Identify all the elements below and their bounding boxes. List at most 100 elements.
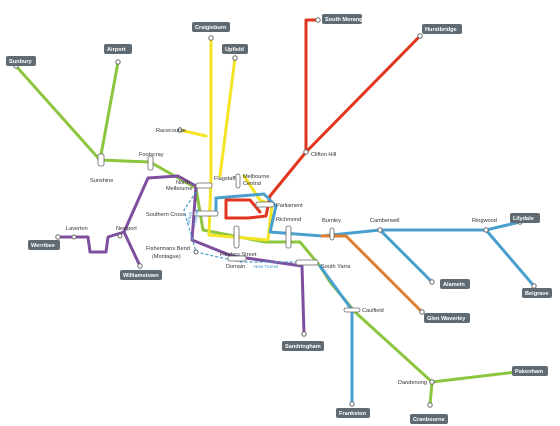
stop-cranbourne[interactable] <box>427 402 433 408</box>
svg-text:Glen Waverley: Glen Waverley <box>427 316 466 322</box>
svg-text:Hurstbridge: Hurstbridge <box>425 27 457 33</box>
svg-text:Craigieburn: Craigieburn <box>195 25 227 31</box>
svg-text:Cranbourne: Cranbourne <box>413 417 445 423</box>
stop-laverton[interactable] <box>71 234 77 240</box>
stop-alamein[interactable] <box>429 279 435 285</box>
interchanges <box>97 153 361 313</box>
stop-clifton-hill[interactable] <box>303 149 309 155</box>
stop-sandringham[interactable] <box>301 331 307 337</box>
stop-fishermans-bend[interactable] <box>193 249 199 255</box>
red-line-south-morang <box>224 18 320 220</box>
stop-newport[interactable] <box>117 233 123 239</box>
terminal-craigieburn[interactable]: Craigieburn <box>192 22 230 32</box>
interchange-flinders-street[interactable] <box>233 225 240 249</box>
interchange-south-yarra[interactable] <box>295 259 319 266</box>
svg-text:South Morang: South Morang <box>325 17 363 23</box>
label-flinders-street: Flinders Street <box>220 252 257 258</box>
label-north-melbourne-1: North <box>176 180 190 186</box>
label-new-tunnel: New Tunnel <box>254 264 278 269</box>
stop-south-morang[interactable] <box>315 17 321 23</box>
label-dandenong: Dandenong <box>398 380 427 386</box>
label-ringwood: Ringwood <box>472 218 497 224</box>
terminal-upfield[interactable]: Upfield <box>222 44 248 54</box>
stop-glen-waverley[interactable] <box>419 309 425 315</box>
yellow-line-craigieburn <box>207 36 274 242</box>
svg-text:Pakenham: Pakenham <box>515 369 543 375</box>
interchange-parliament[interactable] <box>255 201 275 208</box>
svg-text:Frankston: Frankston <box>339 411 367 417</box>
yellow-line-upfield <box>218 56 237 178</box>
green-line-airport <box>99 60 120 157</box>
green-line-cranbourne <box>428 380 434 407</box>
svg-text:Lilydale: Lilydale <box>513 216 534 222</box>
label-newport: Newport <box>116 226 137 232</box>
terminal-south-morang[interactable]: South Morang <box>322 14 363 24</box>
label-flagstaff: Flagstaff <box>214 176 236 182</box>
purple-line-williamstown <box>122 230 142 268</box>
stop-upfield[interactable] <box>232 55 238 61</box>
terminal-pakenham[interactable]: Pakenham <box>512 366 548 376</box>
stop-racecourse[interactable] <box>177 127 183 133</box>
blue-line-frankston <box>318 264 354 406</box>
terminal-sandringham[interactable]: Sandringham <box>282 341 324 351</box>
interchange-burnley[interactable] <box>329 227 335 241</box>
interchange-southern-cross[interactable] <box>193 210 219 217</box>
label-laverton: Laverton <box>66 226 88 232</box>
label-racecourse: Racecourse <box>156 128 186 134</box>
terminal-frankston[interactable]: Frankston <box>336 408 370 418</box>
terminal-cranbourne[interactable]: Cranbourne <box>410 414 448 424</box>
terminal-hurstbridge[interactable]: Hurstbridge <box>422 24 462 34</box>
terminal-glen-waverley[interactable]: Glen Waverley <box>424 313 470 323</box>
label-clifton-hill: Clifton Hill <box>311 152 336 158</box>
label-parliament: Parliament <box>276 203 303 209</box>
svg-text:Alamein: Alamein <box>443 282 465 288</box>
green-line-sunbury <box>14 64 518 384</box>
stop-dandenong[interactable] <box>429 379 435 385</box>
svg-text:Williamstown: Williamstown <box>123 273 159 279</box>
stop-frankston[interactable] <box>349 401 355 407</box>
svg-text:Werribee: Werribee <box>31 243 55 249</box>
label-southern-cross: Southern Cross <box>146 212 185 218</box>
terminal-airport[interactable]: Airport <box>104 44 132 54</box>
stop-williamstown[interactable] <box>137 263 143 269</box>
svg-text:Belgrave: Belgrave <box>525 291 549 297</box>
purple-line <box>56 174 306 336</box>
blue-line <box>214 192 522 238</box>
terminal-sunbury[interactable]: Sunbury <box>6 56 36 66</box>
label-caulfield: Caulfield <box>362 308 384 314</box>
stop-werribee[interactable] <box>55 234 61 240</box>
label-footscray: Footscray <box>139 152 164 158</box>
label-south-yarra: South Yarra <box>321 264 351 270</box>
station-labels: Racecourse Clifton Hill Footscray Sunshi… <box>66 128 497 386</box>
terminal-alamein[interactable]: Alamein <box>440 279 470 289</box>
svg-text:Sunbury: Sunbury <box>9 59 33 65</box>
stop-camberwell[interactable] <box>377 227 383 233</box>
terminal-lilydale[interactable]: Lilydale <box>510 213 540 223</box>
stop-ringwood[interactable] <box>483 227 489 233</box>
label-fishermans-bend-2: (Montague) <box>152 254 181 260</box>
interchange-sunshine[interactable] <box>97 153 105 167</box>
stop-belgrave[interactable] <box>531 283 537 289</box>
stop-craigieburn[interactable] <box>208 35 214 41</box>
interchange-richmond[interactable] <box>285 225 292 249</box>
terminal-williamstown[interactable]: Williamstown <box>120 270 162 280</box>
label-fishermans-bend-1: Fishermans Bend <box>146 246 190 252</box>
label-richmond: Richmond <box>276 217 301 223</box>
interchange-domain[interactable] <box>227 255 247 262</box>
label-parkville: Parkville <box>192 208 200 226</box>
terminal-werribee[interactable]: Werribee <box>28 240 60 250</box>
interchange-caulfield[interactable] <box>343 307 361 313</box>
yellow-line-racecourse <box>178 128 208 138</box>
label-melbourne-central-2: Central <box>243 181 261 187</box>
interchange-north-melbourne[interactable] <box>195 182 213 189</box>
label-sunshine: Sunshine <box>90 178 113 184</box>
interchange-footscray[interactable] <box>147 155 154 171</box>
stop-airport[interactable] <box>115 59 121 65</box>
label-melbourne-central-1: Melbourne <box>243 174 269 180</box>
orange-line-glen-waverley <box>320 234 424 314</box>
interchange-melbourne-central[interactable] <box>235 173 241 189</box>
terminal-belgrave[interactable]: Belgrave <box>522 288 552 298</box>
svg-text:Upfield: Upfield <box>225 47 245 53</box>
stop-hurstbridge[interactable] <box>417 33 423 39</box>
